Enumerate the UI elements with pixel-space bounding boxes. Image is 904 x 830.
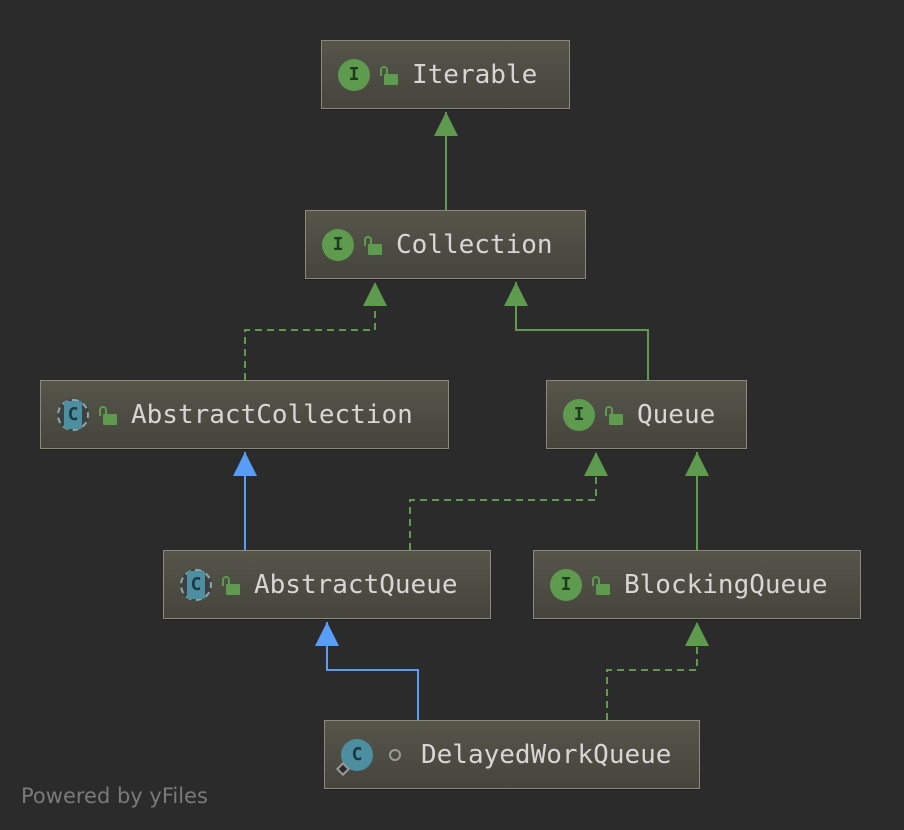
- public-lock-icon: [99, 405, 117, 425]
- node-abstract-queue[interactable]: C AbstractQueue: [163, 550, 491, 619]
- class-icon: C: [335, 738, 373, 776]
- node-blocking-queue[interactable]: I BlockingQueue: [533, 550, 861, 619]
- node-label: AbstractCollection: [131, 399, 413, 430]
- edge-implements: [244, 282, 376, 380]
- edge-extends-class: [326, 622, 419, 720]
- arrowhead-extends-interface: [434, 112, 458, 136]
- powered-by-footer: Powered by yFiles: [21, 784, 208, 808]
- node-label: DelayedWorkQueue: [421, 739, 672, 770]
- public-lock-icon: [592, 575, 610, 595]
- abstract-class-icon: C: [57, 398, 89, 431]
- node-label: AbstractQueue: [254, 569, 458, 600]
- edge-implements: [409, 452, 597, 550]
- arrowhead-implements: [584, 452, 608, 476]
- edge-implements: [606, 622, 698, 720]
- arrowhead-extends-interface: [504, 282, 528, 306]
- kind-letter: C: [64, 400, 82, 429]
- abstract-class-icon: C: [180, 568, 212, 601]
- node-delayed-work-queue[interactable]: C DelayedWorkQueue: [324, 720, 700, 789]
- arrowhead-extends-class: [315, 622, 339, 646]
- arrowhead-implements: [685, 622, 709, 646]
- public-lock-icon: [605, 405, 623, 425]
- public-lock-icon: [364, 235, 382, 255]
- public-lock-icon: [380, 65, 398, 85]
- arrowhead-extends-interface: [685, 452, 709, 476]
- kind-letter: C: [187, 570, 205, 599]
- arrowhead-extends-class: [233, 452, 257, 476]
- node-label: Iterable: [412, 59, 538, 90]
- node-label: Queue: [637, 399, 716, 430]
- kind-letter: C: [351, 744, 363, 765]
- static-marker-icon: [335, 761, 351, 776]
- interface-icon: I: [338, 58, 370, 91]
- node-iterable[interactable]: I Iterable: [321, 40, 570, 109]
- node-abstract-collection[interactable]: C AbstractCollection: [40, 380, 449, 449]
- node-collection[interactable]: I Collection: [305, 210, 586, 279]
- interface-icon: I: [322, 228, 354, 261]
- interface-icon: I: [563, 398, 595, 431]
- package-private-dot-icon: [389, 748, 401, 761]
- edge-extends-interface: [515, 282, 649, 380]
- node-label: Collection: [396, 229, 553, 260]
- node-queue[interactable]: I Queue: [546, 380, 747, 449]
- interface-icon: I: [550, 568, 582, 601]
- arrowhead-implements: [363, 282, 387, 306]
- public-lock-icon: [222, 575, 240, 595]
- node-label: BlockingQueue: [624, 569, 828, 600]
